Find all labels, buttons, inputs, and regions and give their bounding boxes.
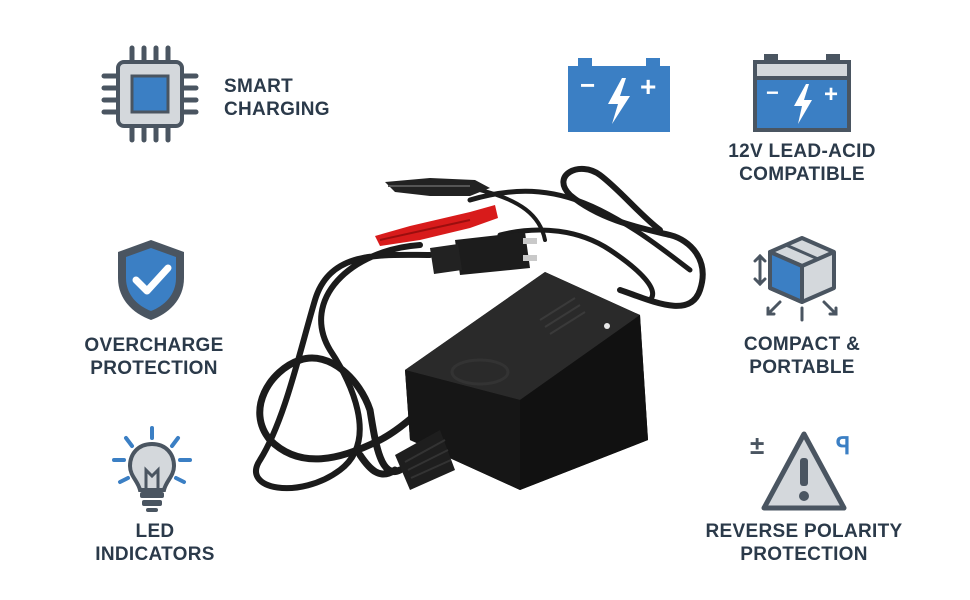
lead-acid-minus-text: − (766, 80, 779, 105)
lead-acid-compatible-label: 12V LEAD-ACID COMPATIBLE (712, 140, 892, 186)
led-indicators-label: LED INDICATORS (80, 520, 230, 566)
battery-minus-text: − (580, 70, 595, 100)
overcharge-line1: OVERCHARGE (84, 335, 224, 356)
reverse-line1: REVERSE POLARITY (705, 521, 903, 542)
light-bulb-icon (112, 426, 192, 512)
compact-portable-label: COMPACT & PORTABLE (722, 333, 882, 379)
reverse-polarity-label: REVERSE POLARITY PROTECTION (692, 520, 916, 566)
smart-charging-line1: SMART (224, 76, 294, 97)
polarity-flipped-text: ꟼ (836, 433, 850, 460)
lead-acid-battery-icon: − + (753, 54, 851, 132)
box-expand-icon (753, 236, 838, 322)
reverse-line2: PROTECTION (740, 544, 868, 565)
led-line2: INDICATORS (95, 544, 215, 565)
smart-charging-line2: CHARGING (224, 99, 330, 120)
lead-acid-plus-text: + (824, 81, 838, 108)
overcharge-line2: PROTECTION (90, 358, 218, 379)
compact-line1: COMPACT & (743, 334, 861, 355)
smart-charging-label: SMART CHARGING (224, 75, 330, 121)
shield-check-icon (118, 240, 184, 320)
cpu-chip-icon (101, 45, 199, 143)
compact-line2: PORTABLE (749, 357, 855, 378)
warning-triangle-icon: ± ꟼ (750, 430, 850, 511)
battery-line1: 12V LEAD-ACID (728, 141, 876, 162)
battery-plus-text: + (640, 71, 656, 102)
led-line1: LED (135, 521, 175, 542)
polarity-plus-minus-text: ± (750, 430, 764, 460)
overcharge-protection-label: OVERCHARGE PROTECTION (70, 334, 238, 380)
battery-line2: COMPATIBLE (739, 164, 865, 185)
battery-icon: − + (568, 58, 670, 132)
